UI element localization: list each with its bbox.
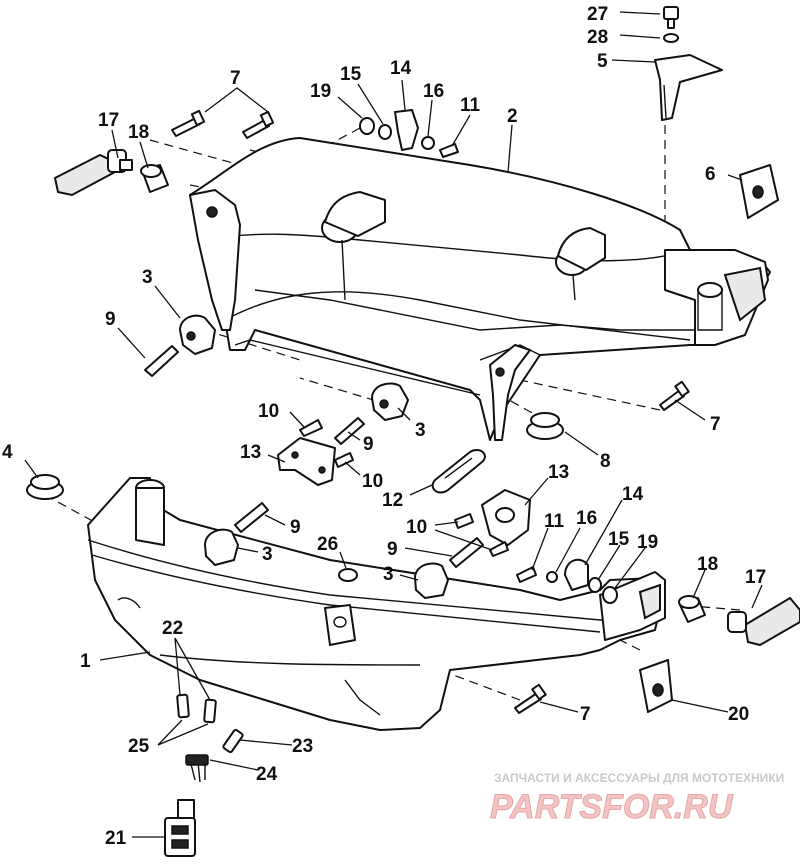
callout-21: 21 <box>105 828 127 849</box>
callout-6: 6 <box>705 164 716 185</box>
part-17-lever-upper <box>53 149 133 197</box>
part-10-screw-right-a <box>454 513 474 529</box>
part-18-bushing-lower <box>678 595 706 623</box>
callout-15-top: 15 <box>340 64 362 85</box>
part-11-screw-upper <box>439 143 459 158</box>
part-3-grommet-middle <box>371 382 409 421</box>
callout-5: 5 <box>597 51 608 72</box>
callout-10-right: 10 <box>406 517 427 538</box>
callout-14-top: 14 <box>390 58 412 79</box>
part-9-pin-middle <box>334 417 365 445</box>
part-11-screw-lower <box>516 566 537 583</box>
part-17-lever-lower <box>727 596 800 647</box>
part-16-washer-lower <box>546 571 558 583</box>
callout-24: 24 <box>256 764 278 785</box>
callout-19-top: 19 <box>310 81 331 102</box>
callout-12: 12 <box>382 490 403 511</box>
part-19-washer-upper <box>359 117 375 135</box>
callout-labels: 27 28 5 7 15 14 19 16 11 2 17 18 6 3 9 3… <box>2 4 766 849</box>
callout-1: 1 <box>80 651 91 672</box>
callout-4: 4 <box>2 442 13 463</box>
callout-8: 8 <box>600 451 611 472</box>
part-15-grommet-lower <box>588 577 602 593</box>
callout-3-lower-right: 3 <box>383 564 394 585</box>
callout-27: 27 <box>587 4 608 25</box>
part-14-bracket-lower <box>564 558 589 591</box>
part-6-plate <box>739 164 779 219</box>
part-23-connector <box>222 728 244 754</box>
callout-16-top: 16 <box>423 81 444 102</box>
callout-10-middle: 10 <box>258 401 279 422</box>
callout-9-middle: 9 <box>363 434 374 455</box>
callout-23: 23 <box>292 736 313 757</box>
callout-7-top: 7 <box>230 68 241 89</box>
callout-10-bracket: 10 <box>362 471 383 492</box>
part-13-bracket-right <box>481 489 531 546</box>
part-13-bracket-left <box>277 437 336 486</box>
callout-9-top: 9 <box>105 309 116 330</box>
part-19-washer-lower <box>602 586 618 604</box>
part-3-grommet-lower-right <box>414 562 449 599</box>
part-14-bracket-upper <box>394 109 419 151</box>
callout-3-top: 3 <box>142 267 153 288</box>
part-7-bolt-b <box>242 110 275 139</box>
part-7-bolt-d <box>514 683 547 714</box>
callout-14-lower: 14 <box>622 484 644 505</box>
callout-18-top: 18 <box>128 122 149 143</box>
part-26-nut <box>338 568 358 582</box>
part-28-washer <box>663 33 679 43</box>
part-21-plug <box>164 799 196 857</box>
callout-13-right: 13 <box>548 462 569 483</box>
part-20-plate <box>639 659 673 713</box>
part-10-screw-middle <box>299 419 323 437</box>
callout-25: 25 <box>128 736 150 757</box>
part-16-washer-upper <box>421 136 435 150</box>
part-9-pin-lower-right <box>449 537 484 568</box>
watermark-brand: PARTSFOR.RU <box>490 788 734 826</box>
callout-7-right: 7 <box>710 414 721 435</box>
callout-28: 28 <box>587 27 608 48</box>
watermark: ЗАПЧАСТИ И АКСЕССУАРЫ ДЛЯ МОТОТЕХНИКИ PA… <box>490 771 785 827</box>
callout-15-lower: 15 <box>608 529 630 550</box>
part-25-connectors <box>176 693 217 724</box>
callout-2: 2 <box>507 106 518 127</box>
callout-9-lower-left: 9 <box>290 517 301 538</box>
leader-lines <box>24 11 763 838</box>
watermark-caption: ЗАПЧАСТИ И АКСЕССУАРЫ ДЛЯ МОТОТЕХНИКИ <box>494 771 784 785</box>
callout-7-bottom: 7 <box>580 704 591 725</box>
part-18-bushing-upper <box>140 164 169 193</box>
callout-3-lower-left: 3 <box>262 544 273 565</box>
callout-26: 26 <box>317 534 338 555</box>
part-4-grommet <box>26 474 64 500</box>
part-10-screw-bracket <box>334 452 354 468</box>
part-15-grommet-upper <box>378 124 392 140</box>
part-9-pin-lower-left <box>234 502 269 533</box>
callout-17-top: 17 <box>98 110 119 131</box>
part-8-grommet <box>526 412 564 440</box>
callout-11-top: 11 <box>460 95 481 116</box>
callout-13-left: 13 <box>240 442 261 463</box>
part-27-screw <box>663 6 679 29</box>
callout-3-middle: 3 <box>415 420 426 441</box>
part-5-latch <box>654 54 723 121</box>
part-24-wires <box>185 754 209 783</box>
callout-22: 22 <box>162 618 183 639</box>
callout-16-lower: 16 <box>576 508 597 529</box>
part-3-grommet-upper <box>179 314 216 355</box>
upper-motor-cover <box>189 137 771 441</box>
part-7-bolt-a <box>171 109 206 137</box>
callout-20: 20 <box>728 704 749 725</box>
part-12-seal <box>431 449 486 494</box>
callout-18-lower: 18 <box>697 554 718 575</box>
callout-19-lower: 19 <box>637 532 658 553</box>
part-3-grommet-lower-left <box>204 528 239 566</box>
callout-11-lower: 11 <box>544 511 565 532</box>
callout-17-lower: 17 <box>745 567 766 588</box>
part-9-pin-upper <box>144 345 179 377</box>
part-10-screw-right-b <box>489 541 509 557</box>
callout-9-lower-right: 9 <box>387 539 398 560</box>
part-7-bolt-c <box>659 380 690 411</box>
